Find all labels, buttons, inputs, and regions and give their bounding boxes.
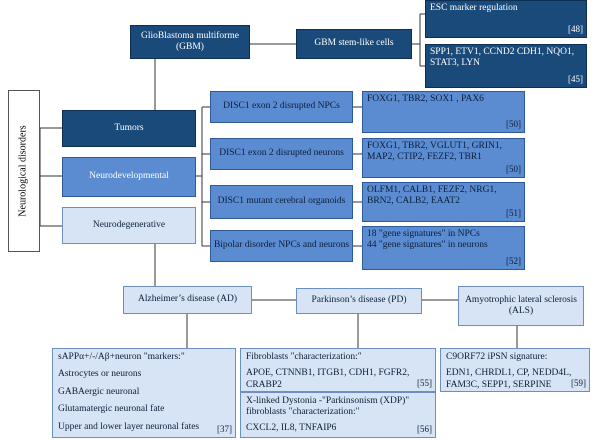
- category-neurodegenerative-label: Neurodegenerative: [92, 219, 166, 230]
- category-tumors: Tumors: [62, 110, 196, 147]
- neurodev-detail-4-line-2: 44 "gene signatures" in neurons: [367, 240, 488, 251]
- disease-pd-label: Parkinson’s disease (PD): [311, 295, 407, 306]
- gbm-stem-cells-box: GBM stem-like cells: [296, 29, 412, 59]
- neurodev-label-4-text: Bipolar disorder NPCs and neurons: [213, 240, 350, 251]
- category-tumors-label: Tumors: [114, 122, 144, 133]
- neurodev-label-2-text: DISC1 exon 2 disrupted neurons: [219, 148, 344, 159]
- ad-item-5: Upper and lower layer neuronal fates: [58, 421, 200, 432]
- esc-marker-text: ESC marker regulation: [430, 3, 518, 13]
- ad-detail-box: sAPPα+/-/Aβ+neuron "markers:" Astrocytes…: [52, 348, 236, 438]
- pd-xdp-ref: [56]: [417, 424, 432, 435]
- neurodev-detail-2-text: FOXG1, TBR2, VGLUT1, GRIN1, MAP2, CTIP2,…: [367, 141, 503, 163]
- pd-fib-genes: APOE, CTNNB1, ITGB1, CDH1, FGFR2, CRABP2: [246, 368, 410, 390]
- neurodev-label-1-text: DISC1 exon 2 disrupted NPCs: [223, 101, 340, 112]
- esc-marker-box: ESC marker regulation [48]: [425, 0, 587, 38]
- gbm-title: GlioBlastoma multiforme (GBM): [141, 30, 239, 52]
- als-title: C9ORF72 iPSN signature:: [446, 352, 548, 362]
- gbm-box: GlioBlastoma multiforme (GBM): [130, 25, 250, 59]
- neurodev-detail-3-ref: [51]: [506, 208, 521, 219]
- gbm-stem-cells-label: GBM stem-like cells: [314, 38, 394, 49]
- neurodev-detail-4-ref: [52]: [506, 256, 521, 267]
- neurodev-detail-4-line-1: 18 "gene signatures" in NPCs: [367, 229, 480, 239]
- disease-ad-label: Alzheimer’s disease (AD): [137, 294, 237, 305]
- ad-item-3: GABAergic neuronal: [58, 386, 140, 397]
- neurodev-label-1: DISC1 exon 2 disrupted NPCs: [210, 91, 353, 123]
- neurodev-label-3: DISC1 mutant cerebral organoids: [210, 185, 353, 219]
- neurodev-detail-2-ref: [50]: [506, 164, 521, 175]
- ad-item-4: Glutamatergic neuronal fate: [58, 404, 165, 415]
- disease-ad: Alzheimer’s disease (AD): [123, 286, 252, 314]
- als-genes: EDN1, CHRDL1, CP, NEDD4L, FAM3C, SEPP1, …: [446, 368, 572, 390]
- neurodev-label-4: Bipolar disorder NPCs and neurons: [210, 230, 353, 262]
- neurodev-detail-1-ref: [50]: [506, 119, 521, 130]
- gbm-markers-box: SPP1, ETV1, CCND2 CDH1, NQO1, STAT3, LYN…: [425, 44, 587, 88]
- root-label: Neurological disorders: [18, 125, 29, 217]
- gbm-markers-text: SPP1, ETV1, CCND2 CDH1, NQO1, STAT3, LYN: [430, 47, 575, 69]
- ad-item-1: sAPPα+/-/Aβ+neuron "markers:": [58, 352, 185, 362]
- pd-xdp-genes: CXCL2, IL8, TNFAIP6: [246, 422, 337, 433]
- pd-fib-ref: [55]: [417, 378, 432, 389]
- disease-als: Amyotrophic lateral sclerosis (ALS): [458, 286, 584, 326]
- neurodev-label-3-text: DISC1 mutant cerebral organoids: [217, 196, 346, 207]
- neurodev-detail-3: OLFM1, CALB1, FEZF2, NRG1, BRN2, CALB2, …: [362, 182, 525, 222]
- neurodev-detail-4: 18 "gene signatures" in NPCs 44 "gene si…: [362, 226, 525, 270]
- gbm-markers-ref: [45]: [568, 74, 583, 85]
- neurodev-detail-2: FOXG1, TBR2, VGLUT1, GRIN1, MAP2, CTIP2,…: [362, 138, 525, 178]
- neurodev-detail-1: FOXG1, TBR2, SOX1 , PAX6 [50]: [362, 91, 525, 133]
- ad-detail-ref: [37]: [217, 424, 232, 435]
- pd-xdp-title: X-linked Dystonia -"Parkinsonism (XDP)" …: [246, 396, 410, 418]
- pd-fib-title: Fibroblasts "characterization:": [246, 352, 362, 362]
- neurodev-label-2: DISC1 exon 2 disrupted neurons: [210, 138, 353, 170]
- category-neurodevelopmental: Neurodevelopmental: [62, 157, 196, 197]
- neurodev-detail-3-text: OLFM1, CALB1, FEZF2, NRG1, BRN2, CALB2, …: [367, 185, 497, 207]
- disease-als-label: Amyotrophic lateral sclerosis (ALS): [465, 294, 577, 316]
- category-neurodevelopmental-label: Neurodevelopmental: [89, 171, 169, 182]
- root-neurological-disorders: Neurological disorders: [8, 90, 40, 252]
- neurodev-detail-1-text: FOXG1, TBR2, SOX1 , PAX6: [367, 94, 484, 104]
- esc-marker-ref: [48]: [568, 24, 583, 35]
- als-ref: [59]: [571, 378, 586, 389]
- pd-fibroblasts-box: Fibroblasts "characterization:" APOE, CT…: [240, 348, 436, 392]
- als-detail-box: C9ORF72 iPSN signature: EDN1, CHRDL1, CP…: [440, 348, 590, 392]
- disease-pd: Parkinson’s disease (PD): [296, 288, 422, 314]
- ad-item-2: Astrocytes or neurons: [58, 369, 142, 380]
- pd-xdp-box: X-linked Dystonia -"Parkinsonism (XDP)" …: [240, 392, 436, 438]
- category-neurodegenerative: Neurodegenerative: [62, 207, 196, 244]
